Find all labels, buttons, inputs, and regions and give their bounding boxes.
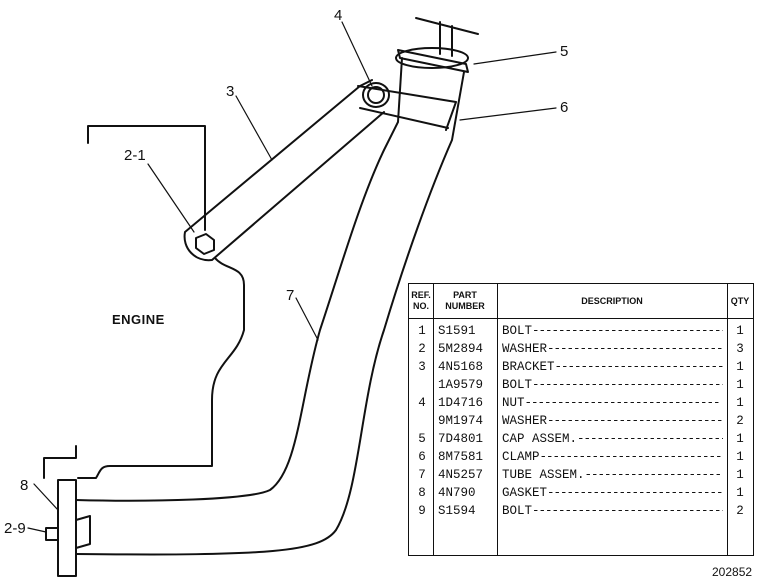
filler-cap bbox=[395, 47, 469, 69]
quantity: 1 bbox=[736, 378, 744, 392]
ref-no: 2 bbox=[418, 342, 426, 356]
part-number: 4N5257 bbox=[438, 468, 484, 482]
header-part-number: PART NUMBER bbox=[445, 290, 485, 311]
header-description: DESCRIPTION bbox=[581, 296, 643, 306]
callout-8: 8 bbox=[20, 477, 28, 494]
clamp bbox=[357, 85, 457, 131]
part-number: 7D4801 bbox=[438, 432, 484, 446]
quantity: 1 bbox=[736, 486, 744, 500]
quantity: 1 bbox=[736, 324, 744, 338]
table-row: 1 S1591 BOLT------------------------------… bbox=[409, 324, 753, 342]
tube-inner bbox=[75, 71, 465, 556]
ref-no: 7 bbox=[418, 468, 426, 482]
part-number: 5M2894 bbox=[438, 342, 484, 356]
part-number: 8M7581 bbox=[438, 450, 484, 464]
description: BOLT------------------------------ bbox=[502, 324, 723, 338]
bracket bbox=[183, 79, 385, 262]
quantity: 3 bbox=[736, 342, 744, 356]
part-number: 1A9579 bbox=[438, 378, 484, 392]
ref-no: 5 bbox=[418, 432, 426, 446]
description: BOLT------------------------------ bbox=[502, 504, 723, 518]
callout-7: 7 bbox=[286, 287, 294, 304]
engine-label: ENGINE bbox=[112, 312, 165, 327]
description: NUT------------------------------ bbox=[502, 396, 721, 410]
ref-no: 8 bbox=[418, 486, 426, 500]
cap-handle bbox=[415, 17, 479, 57]
table-row: 6 8M7581 CLAMP----------------------------… bbox=[409, 450, 753, 468]
quantity: 2 bbox=[736, 504, 744, 518]
table-row: 9M1974 WASHER----------------------------… bbox=[409, 414, 753, 432]
quantity: 1 bbox=[736, 468, 744, 482]
quantity: 2 bbox=[736, 414, 744, 428]
engine-outline bbox=[87, 125, 206, 231]
ref-no: 1 bbox=[418, 324, 426, 338]
tube bbox=[75, 57, 403, 502]
ref-no: 3 bbox=[418, 360, 426, 374]
description: WASHER------------------------------ bbox=[502, 414, 723, 428]
quantity: 1 bbox=[736, 396, 744, 410]
table-row: 7 4N5257 TUBE ASSEM.----------------------… bbox=[409, 468, 753, 486]
description: WASHER------------------------------ bbox=[502, 342, 723, 356]
header-ref: REF. NO. bbox=[411, 290, 431, 311]
drawing-number: 202852 bbox=[712, 565, 753, 579]
engine-bolt-head bbox=[195, 233, 215, 255]
table-row: 3 4N5168 BRACKET--------------------------… bbox=[409, 360, 753, 378]
ref-no: 6 bbox=[418, 450, 426, 464]
header-qty: QTY bbox=[730, 296, 750, 306]
clamp-bolt bbox=[362, 82, 390, 108]
callout-6: 6 bbox=[560, 99, 568, 116]
engine-outline-left bbox=[43, 445, 77, 479]
callout-4: 4 bbox=[334, 7, 342, 24]
callout-3: 3 bbox=[226, 83, 234, 100]
quantity: 1 bbox=[736, 360, 744, 374]
part-number: S1594 bbox=[438, 504, 476, 518]
description: CLAMP------------------------------ bbox=[502, 450, 723, 464]
description: TUBE ASSEM.-----------------------------… bbox=[502, 468, 723, 482]
part-number: S1591 bbox=[438, 324, 476, 338]
part-number: 9M1974 bbox=[438, 414, 484, 428]
table-row: 8 4N790 GASKET----------------------------… bbox=[409, 486, 753, 504]
description: BOLT------------------------------ bbox=[502, 378, 723, 392]
table-row: 4 1D4716 NUT------------------------------… bbox=[409, 396, 753, 414]
table-row: 5 7D4801 CAP ASSEM.-----------------------… bbox=[409, 432, 753, 450]
description: GASKET------------------------------ bbox=[502, 486, 723, 500]
quantity: 1 bbox=[736, 450, 744, 464]
ref-no: 9 bbox=[418, 504, 426, 518]
callout-2-9: 2-9 bbox=[4, 520, 26, 537]
flange-bolt bbox=[75, 515, 91, 549]
callout-2-1: 2-1 bbox=[124, 147, 146, 164]
callout-5: 5 bbox=[560, 43, 568, 60]
part-number: 4N790 bbox=[438, 486, 476, 500]
ref-no: 4 bbox=[418, 396, 426, 410]
table-row: 9 S1594 BOLT------------------------------… bbox=[409, 504, 753, 522]
part-number: 4N5168 bbox=[438, 360, 484, 374]
part-number: 1D4716 bbox=[438, 396, 484, 410]
table-row: 2 5M2894 WASHER---------------------------… bbox=[409, 342, 753, 360]
quantity: 1 bbox=[736, 432, 744, 446]
flange bbox=[57, 479, 77, 577]
description: BRACKET------------------------------ bbox=[502, 360, 723, 374]
table-row: 1A9579 BOLT------------------------------… bbox=[409, 378, 753, 396]
engine-outline-lower bbox=[77, 257, 245, 479]
description: CAP ASSEM.------------------------------ bbox=[502, 432, 723, 446]
